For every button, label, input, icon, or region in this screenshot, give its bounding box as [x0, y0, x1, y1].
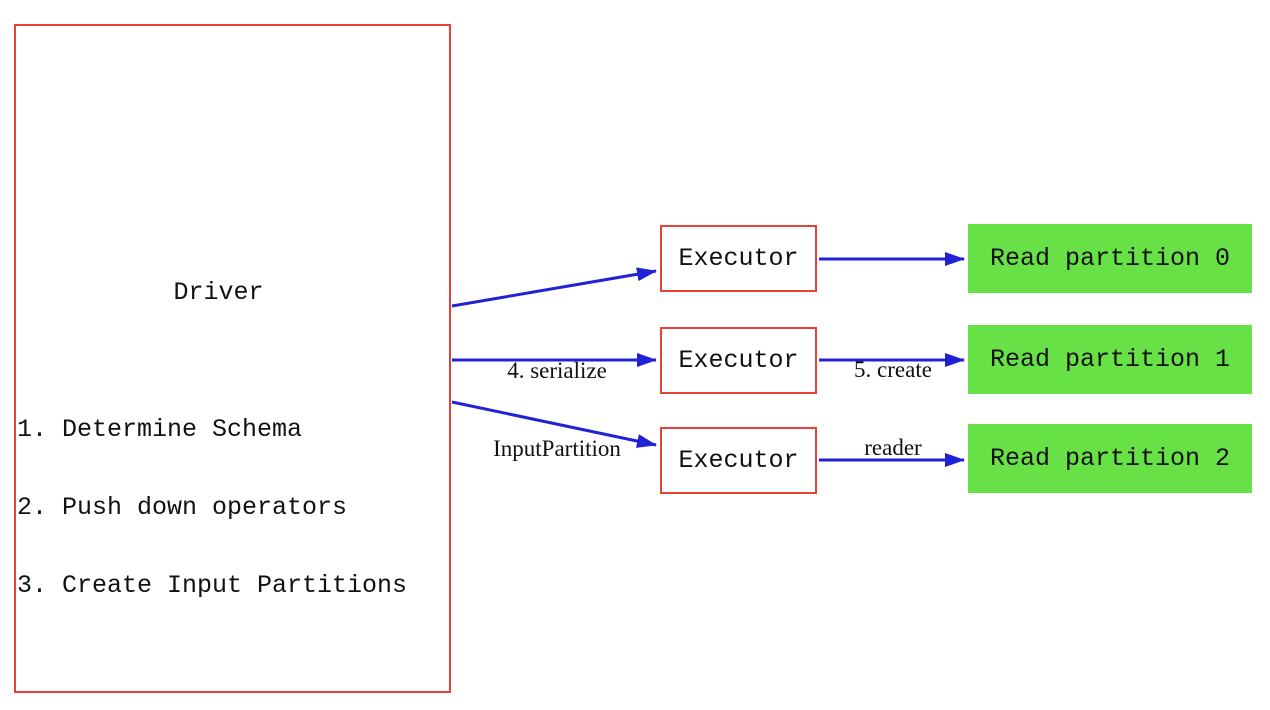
driver-step-3: 3. Create Input Partitions	[17, 571, 408, 600]
read-partition-1-box: Read partition 1	[968, 325, 1252, 394]
executor-3-label: Executor	[678, 446, 799, 475]
arrow-driver-to-executor-1	[451, 267, 657, 308]
driver-box	[14, 24, 451, 693]
read-partition-0-label: Read partition 0	[989, 244, 1231, 273]
label-serialize-inputpartition: 4. serialize InputPartition	[493, 306, 621, 514]
read-partition-0-box: Read partition 0	[968, 224, 1252, 293]
label-create-reader-line2: reader	[864, 435, 922, 460]
driver-steps-list: 1. Determine Schema 2. Push down operato…	[17, 365, 407, 651]
driver-step-2: 2. Push down operators	[17, 493, 348, 522]
executor-box-1: Executor	[660, 225, 817, 292]
driver-step-1: 1. Determine Schema	[17, 415, 303, 444]
executor-1-label: Executor	[678, 244, 799, 273]
label-serialize-line2: InputPartition	[493, 436, 621, 461]
label-create-reader-line1: 5. create	[854, 357, 932, 382]
driver-title: Driver	[173, 278, 264, 307]
read-partition-1-label: Read partition 1	[989, 345, 1231, 374]
label-serialize-line1: 4. serialize	[507, 358, 607, 383]
read-partition-2-label: Read partition 2	[989, 444, 1231, 473]
executor-2-label: Executor	[678, 346, 799, 375]
label-create-reader: 5. create reader	[854, 305, 932, 513]
executor-box-3: Executor	[660, 427, 817, 494]
read-partition-2-box: Read partition 2	[968, 424, 1252, 493]
executor-box-2: Executor	[660, 327, 817, 394]
